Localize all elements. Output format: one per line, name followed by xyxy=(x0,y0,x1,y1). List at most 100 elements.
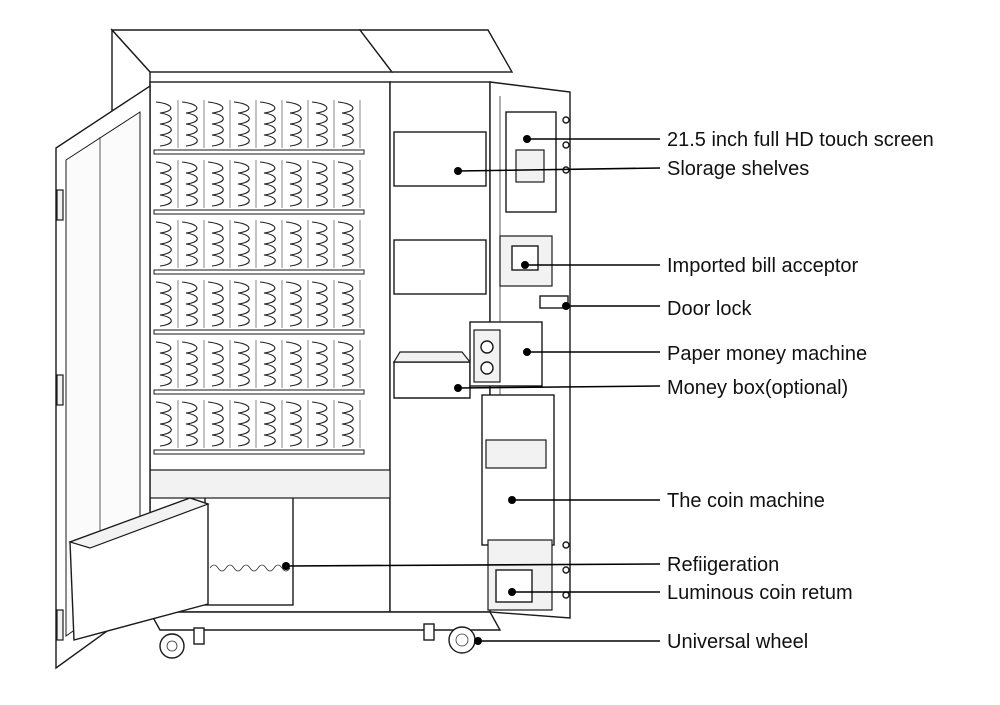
spiral-coil xyxy=(311,401,328,447)
spiral-coil xyxy=(233,401,250,447)
spiral-coil xyxy=(181,281,198,327)
spiral-coil xyxy=(181,221,198,267)
spiral-coil xyxy=(233,281,250,327)
cabinet-base xyxy=(148,611,502,631)
callout-moneybox: Money box(optional) xyxy=(454,377,848,399)
money-box xyxy=(393,361,471,399)
spiral-coil xyxy=(207,401,224,447)
shelf-tray xyxy=(153,329,365,335)
wheel-front-right xyxy=(448,626,476,654)
storage-shelves xyxy=(392,131,487,399)
callout-label-screen: 21.5 inch full HD touch screen xyxy=(667,129,934,151)
callout-label-bill: Imported bill acceptor xyxy=(667,255,859,277)
callout-line-shelves xyxy=(457,167,661,172)
spiral-coil xyxy=(207,341,224,387)
wheels xyxy=(159,623,476,659)
spiral-coil xyxy=(181,401,198,447)
spiral-coil xyxy=(259,341,276,387)
spiral-coil xyxy=(337,101,354,147)
callout-label-lock: Door lock xyxy=(667,298,752,320)
spiral-coil xyxy=(285,341,302,387)
callout-screen: 21.5 inch full HD touch screen xyxy=(523,129,934,151)
wheel-front-left xyxy=(159,633,185,659)
spiral-coil xyxy=(155,221,172,267)
callout-label-shelves: Slorage shelves xyxy=(667,158,809,180)
storage-shelf-1 xyxy=(393,131,487,187)
coil xyxy=(209,564,291,572)
spiral-coil xyxy=(233,101,250,147)
spiral-coil xyxy=(181,101,198,147)
coin-machine-top xyxy=(485,439,547,469)
shelf-tray xyxy=(153,269,365,275)
refrigeration-unit xyxy=(149,469,391,606)
control-door xyxy=(469,81,571,619)
spiral-coil xyxy=(155,281,172,327)
callout-label-coinreturn: Luminous coin retum xyxy=(667,582,853,604)
spiral-coil xyxy=(337,161,354,207)
spiral-coil xyxy=(233,161,250,207)
leg-right xyxy=(423,623,435,641)
glass-door xyxy=(55,84,210,670)
spiral-coil xyxy=(207,281,224,327)
callout-shelves: Slorage shelves xyxy=(454,158,809,180)
callouts: 21.5 inch full HD touch screen Slorage s… xyxy=(282,129,934,653)
spiral-coil xyxy=(311,161,328,207)
shelf-tray xyxy=(153,209,365,215)
callout-label-refrig: Refiigeration xyxy=(667,554,779,576)
spiral-coil xyxy=(259,101,276,147)
spiral-coil xyxy=(233,221,250,267)
bill-acceptor xyxy=(499,235,553,287)
callout-label-moneybox: Money box(optional) xyxy=(667,377,848,399)
spiral-coil xyxy=(259,281,276,327)
callout-coin: The coin machine xyxy=(508,490,825,512)
shelf-tray xyxy=(153,449,365,455)
shelf-tray xyxy=(153,149,365,155)
spiral-coil xyxy=(181,341,198,387)
coin-return-slot xyxy=(495,569,533,603)
spiral-coil xyxy=(285,161,302,207)
spiral-coil xyxy=(285,221,302,267)
callout-wheel: Universal wheel xyxy=(474,631,808,653)
storage-shelf-2 xyxy=(393,239,487,295)
spiral-coil xyxy=(337,221,354,267)
callout-lock: Door lock xyxy=(562,298,752,320)
spiral-coil xyxy=(311,221,328,267)
callout-refrig: Refiigeration xyxy=(282,554,779,576)
spiral-coil xyxy=(207,161,224,207)
spiral-coil xyxy=(285,101,302,147)
door-hinge-mid xyxy=(56,374,64,406)
callout-label-coin: The coin machine xyxy=(667,490,825,512)
spiral-coil xyxy=(233,341,250,387)
spiral-coil xyxy=(337,281,354,327)
callout-paper: Paper money machine xyxy=(523,343,867,365)
cabinet-top xyxy=(110,29,394,73)
spiral-coil xyxy=(207,221,224,267)
callout-label-wheel: Universal wheel xyxy=(667,631,808,653)
refrigeration-box xyxy=(204,494,294,606)
spiral-coil xyxy=(311,281,328,327)
door-hinge-top xyxy=(56,189,64,221)
shelf-tray xyxy=(153,389,365,395)
spiral-coil xyxy=(181,161,198,207)
spiral-coil xyxy=(285,401,302,447)
callout-bill: Imported bill acceptor xyxy=(521,255,859,277)
spiral-coil xyxy=(311,341,328,387)
callout-line-refrig xyxy=(285,563,661,567)
callout-label-paper: Paper money machine xyxy=(667,343,867,365)
spiral-coil xyxy=(311,101,328,147)
leg-left xyxy=(193,627,205,645)
spiral-coil xyxy=(337,341,354,387)
callout-line-moneybox xyxy=(457,385,661,389)
door-lock-unit xyxy=(539,295,569,309)
callout-coinreturn: Luminous coin retum xyxy=(508,582,853,604)
spiral-coil xyxy=(259,161,276,207)
door-hinge-bottom xyxy=(56,609,64,641)
money-box-top xyxy=(392,351,472,363)
spiral-coil xyxy=(259,221,276,267)
spiral-coil xyxy=(155,101,172,147)
touch-screen-glass xyxy=(515,149,545,183)
delivery-flap-top xyxy=(68,497,210,549)
spiral-coil xyxy=(155,341,172,387)
